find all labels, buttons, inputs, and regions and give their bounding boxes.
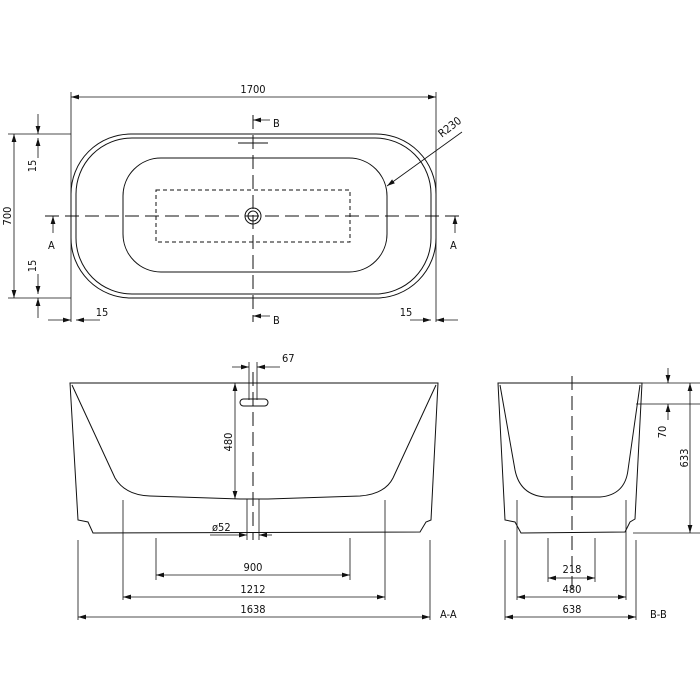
dim-overflow-offset: 67 (282, 352, 295, 365)
section-b-top: B (273, 117, 280, 130)
dim-length: 1700 (240, 83, 265, 96)
tub-end-profile (497, 382, 643, 534)
dim-drain: ø52 (212, 521, 231, 534)
dim-base-length: 1638 (240, 603, 265, 616)
dim-radius: R230 (436, 114, 464, 140)
dim-base-width: 638 (563, 603, 582, 616)
top-view: 1700 700 15 15 15 15 R230 B B A A (1, 83, 464, 327)
dim-feet-inner-bb: 218 (563, 563, 582, 576)
section-a-left: A (48, 239, 55, 252)
dim-rim-left: 15 (96, 306, 109, 319)
dim-rim-drop: 70 (656, 426, 669, 439)
dim-rim-top: 15 (26, 160, 39, 173)
dim-height: 633 (678, 449, 691, 468)
dim-feet-outer-bb: 480 (563, 583, 582, 596)
dim-width: 700 (1, 207, 14, 226)
dim-rim-right: 15 (400, 306, 413, 319)
dim-depth: 480 (222, 433, 235, 452)
section-a-right: A (450, 239, 457, 252)
dim-feet-inner: 900 (244, 561, 263, 574)
section-b-bottom: B (273, 314, 280, 327)
tub-side-profile (69, 382, 439, 534)
section-b-b: 70 633 218 480 638 B-B (497, 368, 700, 621)
section-a-a: 67 480 ø52 900 1212 1638 A-A (69, 352, 457, 621)
basin-outline (122, 157, 388, 273)
overflow-icon (239, 398, 269, 407)
section-b-b-label: B-B (650, 608, 667, 621)
dim-feet-outer: 1212 (240, 583, 265, 596)
dim-rim-bottom: 15 (26, 260, 39, 273)
section-a-a-label: A-A (440, 608, 457, 621)
